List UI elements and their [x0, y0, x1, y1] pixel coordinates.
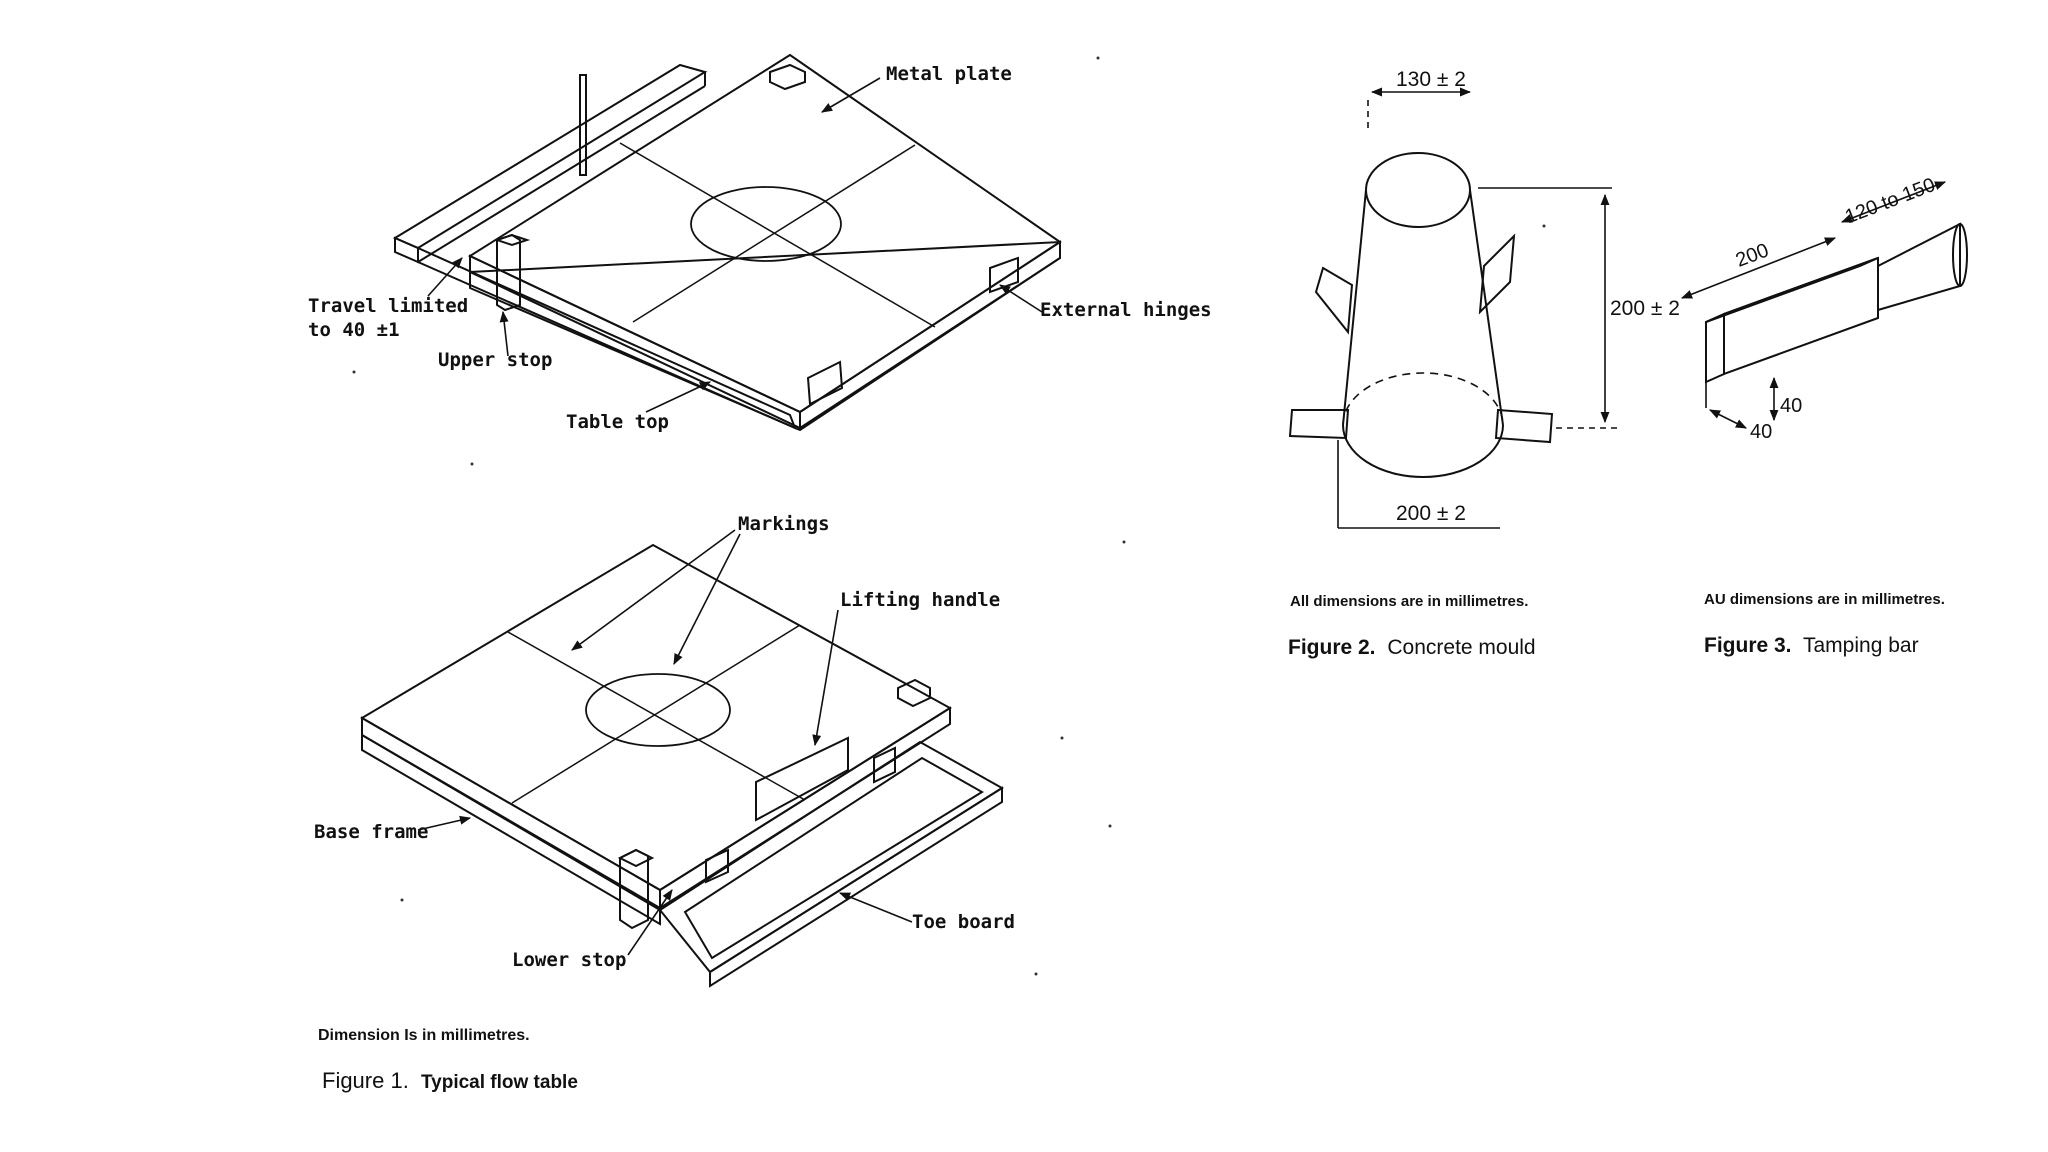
- leader-table-top: [645, 381, 712, 413]
- label-external-hinges: External hinges: [1040, 299, 1212, 321]
- figure3-caption-text: Tamping bar: [1803, 634, 1919, 657]
- figure2-note: All dimensions are in millimetres.: [1290, 593, 1528, 610]
- stop-block: [897, 678, 931, 708]
- figure3-labels: 200 120 to 150 40 40: [1733, 174, 1939, 443]
- figure1-labels: Metal plate Travel limited to 40 ±1 Exte…: [308, 63, 1212, 971]
- dim-text-handle: 120 to 150: [1842, 174, 1938, 228]
- dim-text-bottom: 200 ± 2: [1396, 502, 1466, 525]
- leader-base-frame: [417, 815, 472, 831]
- leader-external-hinges: [999, 284, 1043, 313]
- marking-line: [511, 624, 801, 804]
- figure1-caption: Figure 1. Typical flow table: [322, 1068, 578, 1093]
- lower-stop-top: [617, 848, 655, 868]
- figure3-caption-prefix: Figure 3.: [1704, 634, 1792, 657]
- figure3-note: AU dimensions are in millimetres.: [1704, 591, 1945, 608]
- dim-text-height: 200 ± 2: [1610, 297, 1680, 320]
- base-frame-rail-front: [394, 236, 419, 264]
- marking-circle: [585, 673, 731, 747]
- figure2-labels: 130 ± 2 200 ± 2 200 ± 2: [1396, 68, 1680, 525]
- mould-base-rim: [1342, 424, 1504, 478]
- base-frame-rail: [392, 63, 708, 250]
- figure1-leaders: [417, 77, 1043, 956]
- scan-specks: [352, 56, 1546, 976]
- upper-stop-top: [493, 233, 531, 247]
- dim-line-length: [1680, 237, 1837, 299]
- table-top-lower: [469, 240, 1061, 432]
- figure1-note: Dimension Is in millimetres.: [318, 1027, 530, 1044]
- figure2-caption-text: Concrete mould: [1387, 636, 1535, 659]
- mould-foot-right: [1494, 408, 1554, 444]
- figure1-caption-prefix: Figure 1.: [322, 1068, 409, 1093]
- hinge-block: [705, 848, 729, 884]
- label-travel-limited-line1: Travel limited: [308, 295, 468, 317]
- figure2-caption: Figure 2. Concrete mould: [1288, 636, 1536, 659]
- mould-base-rim-hidden: [1342, 372, 1504, 426]
- figure3-caption: Figure 3. Tamping bar: [1704, 634, 1919, 657]
- table-plate-side: [361, 716, 661, 910]
- tamping-bar-block-side: [1723, 256, 1879, 376]
- metal-plate: [467, 53, 1062, 414]
- back-stop-block: [769, 63, 806, 91]
- label-table-top: Table top: [566, 411, 669, 433]
- label-upper-stop: Upper stop: [438, 349, 552, 371]
- dim-text-top: 130 ± 2: [1396, 68, 1466, 91]
- mould-foot-left: [1288, 409, 1350, 440]
- figure1-top-drawing: [392, 53, 1062, 432]
- table-plate-front: [659, 706, 951, 910]
- label-metal-plate: Metal plate: [886, 63, 1012, 85]
- mould-handle-left: [1314, 266, 1354, 335]
- metal-plate-front: [799, 240, 1061, 430]
- marking-line: [632, 144, 916, 323]
- tamping-bar-handle: [1877, 222, 1961, 311]
- leader-metal-plate: [821, 77, 881, 113]
- leader-upper-stop: [499, 310, 509, 357]
- tamping-bar-handle-end: [1952, 223, 1968, 287]
- travel-guide-post: [579, 74, 587, 176]
- marking-line: [619, 142, 936, 328]
- dim-line-width: [1708, 409, 1748, 429]
- mould-side-right: [1469, 189, 1504, 426]
- base-frame-rail-edge: [417, 85, 706, 263]
- dim-text-height: 40: [1780, 395, 1802, 417]
- external-hinge: [989, 256, 1019, 294]
- label-base-frame: Base frame: [314, 821, 428, 843]
- external-hinge: [806, 360, 844, 406]
- label-markings: Markings: [738, 513, 830, 535]
- toe-board-inner: [683, 756, 984, 960]
- figure3-dimensions: [1680, 181, 1947, 429]
- label-travel-limited-line2: to 40 ±1: [308, 319, 400, 341]
- hinge-block: [873, 746, 896, 784]
- base-frame-rail: [361, 733, 661, 926]
- label-lower-stop: Lower stop: [512, 949, 626, 971]
- dim-text-length: 200: [1733, 239, 1772, 271]
- marking-circle: [690, 186, 842, 262]
- mould-side-left: [1342, 189, 1367, 426]
- figure2-dimensions: [1337, 87, 1618, 529]
- mould-top-rim: [1365, 152, 1471, 228]
- dim-line-handle: [1840, 181, 1947, 223]
- figure2-caption-prefix: Figure 2.: [1288, 636, 1376, 659]
- leader-markings: [673, 533, 741, 665]
- label-toe-board: Toe board: [912, 911, 1015, 933]
- leader-markings: [571, 529, 736, 651]
- leader-lifting-handle: [812, 609, 839, 747]
- toe-board-front: [709, 786, 1003, 988]
- figure2-drawing: [1288, 152, 1554, 478]
- figure1-caption-text: Typical flow table: [421, 1072, 578, 1093]
- label-lifting-handle: Lifting handle: [840, 589, 1000, 611]
- mould-handle-right: [1478, 233, 1516, 315]
- tamping-bar-end-face: [1705, 312, 1725, 384]
- marking-line: [507, 631, 806, 801]
- leader-travel-limited: [427, 257, 463, 297]
- lifting-handle: [755, 736, 849, 822]
- dim-text-width: 40: [1750, 421, 1772, 443]
- leader-lower-stop: [627, 889, 673, 956]
- leader-toe-board: [838, 892, 913, 923]
